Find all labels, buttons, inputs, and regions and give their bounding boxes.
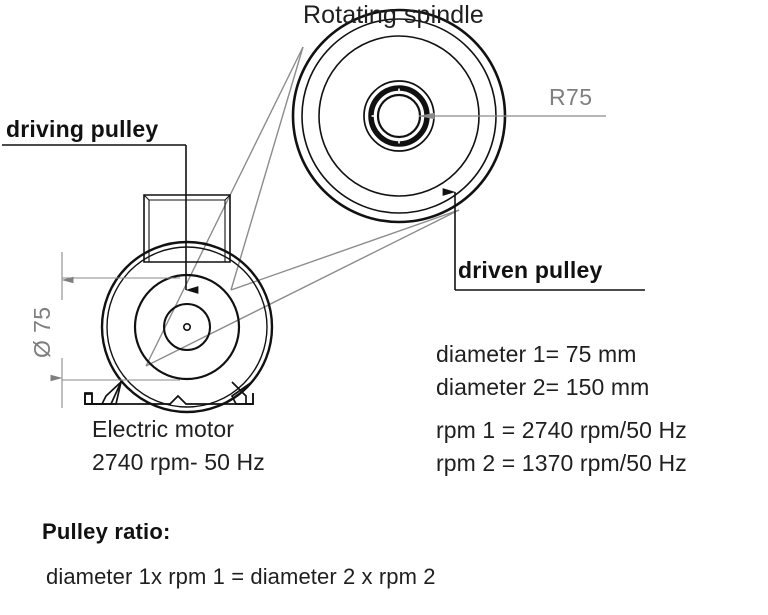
motor-driving-pulley <box>133 273 241 381</box>
electric-motor-assembly <box>84 194 274 414</box>
motor-mounting-feet <box>84 381 254 405</box>
motor-shaft-center <box>183 322 192 331</box>
belt-line-lower <box>230 209 460 291</box>
spec-line-diameter-2: diameter 2= 150 mm <box>436 374 650 400</box>
motor-shaft-hub <box>163 303 211 351</box>
belt-line-lower-b <box>145 209 460 367</box>
spec-line-diameter-1: diameter 1= 75 mm <box>436 341 637 367</box>
driving-pulley-label: driving pulley <box>6 116 159 142</box>
motor-name-label: Electric motor <box>92 416 234 442</box>
spindle-bore <box>376 93 422 139</box>
motor-rating-label: 2740 rpm- 50 Hz <box>92 449 265 475</box>
spindle-hub-ring <box>368 85 430 147</box>
motor-body-inner <box>106 246 268 408</box>
pulley-ratio-heading: Pulley ratio: <box>42 519 171 544</box>
motor-pulley-diameter-label: Ø 75 <box>29 306 55 358</box>
motor-pulley-diameter-dimension <box>50 252 180 408</box>
pulley-ratio-formula: diameter 1x rpm 1 = diameter 2 x rpm 2 <box>46 564 436 589</box>
rotating-spindle-title: Rotating spindle <box>303 1 484 29</box>
driven-pulley-leader <box>442 188 645 291</box>
driven-pulley-label: driven pulley <box>458 257 603 283</box>
belt-line-upper-b <box>230 46 304 291</box>
motor-body-outer <box>100 240 274 414</box>
spindle-radius-label: R75 <box>549 84 593 110</box>
spec-line-rpm-1: rpm 1 = 2740 rpm/50 Hz <box>436 417 687 443</box>
driving-pulley-leader <box>2 144 199 294</box>
motor-terminal-box <box>143 194 231 263</box>
spec-line-rpm-2: rpm 2 = 1370 rpm/50 Hz <box>436 450 687 476</box>
belt-lines <box>145 46 460 367</box>
